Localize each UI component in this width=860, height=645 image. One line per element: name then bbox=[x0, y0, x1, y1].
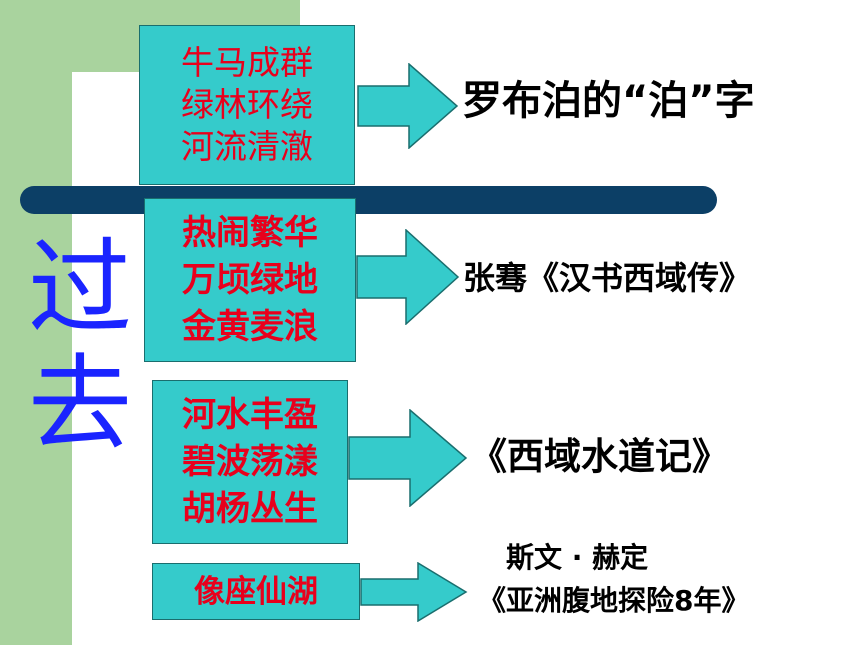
decor-corner bbox=[72, 72, 136, 136]
box-line: 牛马成群 bbox=[181, 43, 313, 82]
box-line: 金黄麦浪 bbox=[182, 306, 318, 347]
source-label-2: 张骞《汉书西域传》 bbox=[463, 259, 752, 297]
arrow-right-icon-3 bbox=[348, 409, 468, 507]
box-line: 河水丰盈 bbox=[182, 394, 318, 435]
info-box-2: 热闹繁华 万顷绿地 金黄麦浪 bbox=[144, 198, 356, 362]
box-line: 万顷绿地 bbox=[182, 259, 318, 300]
box-line: 绿林环绕 bbox=[181, 85, 313, 124]
side-title-char-1: 过 bbox=[27, 227, 132, 349]
box-line: 胡杨丛生 bbox=[182, 488, 318, 529]
source-label-1: 罗布泊的“泊”字 bbox=[462, 78, 755, 124]
source-label-3: 《西域水道记》 bbox=[470, 435, 729, 478]
arrow-right-icon-2 bbox=[356, 229, 460, 325]
side-title: 过 去 bbox=[20, 230, 140, 462]
box-line: 碧波荡漾 bbox=[182, 441, 318, 482]
source-label-4-book: 《亚洲腹地探险8年》 bbox=[478, 584, 750, 617]
box-line: 热闹繁华 bbox=[182, 212, 318, 253]
source-label-4-author: 斯文 · 赫定 bbox=[506, 541, 649, 574]
side-title-char-2: 去 bbox=[27, 343, 132, 465]
info-box-4: 像座仙湖 bbox=[152, 563, 360, 620]
arrow-right-icon-1 bbox=[357, 63, 459, 149]
horizontal-divider-bar bbox=[20, 186, 717, 214]
info-box-1: 牛马成群 绿林环绕 河流清澈 bbox=[139, 25, 355, 185]
info-box-3: 河水丰盈 碧波荡漾 胡杨丛生 bbox=[152, 380, 348, 544]
arrow-right-icon-4 bbox=[360, 562, 468, 622]
left-decor-bar bbox=[0, 0, 72, 645]
box-line: 河流清澈 bbox=[181, 127, 313, 166]
box-line: 像座仙湖 bbox=[194, 573, 318, 610]
